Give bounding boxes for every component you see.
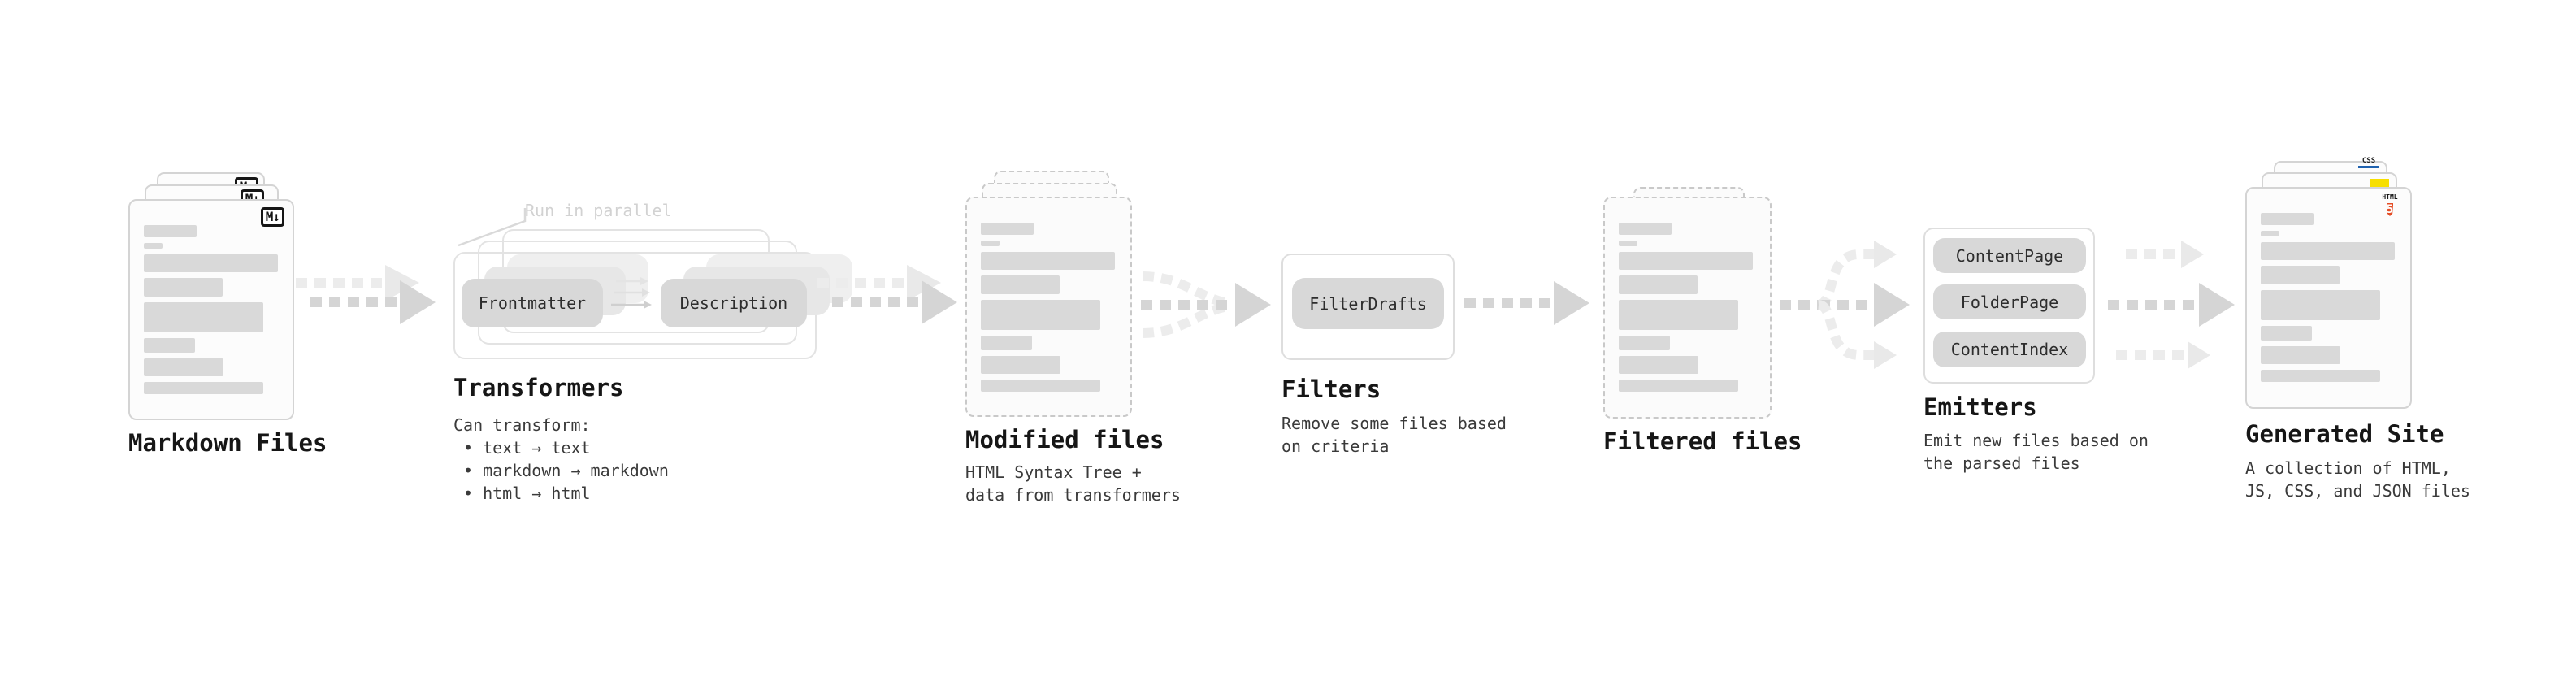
arrow-filtered-to-emitters (1780, 241, 1910, 369)
skeleton-line (1619, 336, 1670, 350)
stage-label-modified-files: Modified files (965, 426, 1164, 453)
run-in-parallel-note: Run in parallel (525, 201, 672, 220)
file-content-skeleton (1619, 223, 1753, 392)
skeleton-line (981, 223, 1034, 235)
skeleton-line (981, 336, 1032, 350)
markdown-icon: M↓ (260, 207, 284, 227)
skeleton-line (1619, 380, 1738, 392)
note-leader-line (458, 208, 527, 247)
arrow-filters-to-filtered (1464, 281, 1589, 325)
skeleton-line (2261, 290, 2380, 320)
skeleton-line (981, 380, 1100, 392)
emitter-pill-folderpage: FolderPage (1933, 284, 2086, 319)
bullet-item: • markdown → markdown (463, 461, 669, 480)
generated-description: A collection of HTML, JS, CSS, and JSON … (2245, 458, 2470, 501)
transformers-description: Can transform: • text → text • markdown … (453, 414, 669, 505)
skeleton-line (2261, 346, 2340, 364)
skeleton-line (2261, 326, 2312, 340)
arrow-emitters-to-generated (2108, 241, 2235, 369)
arrow-transformers-to-modified (817, 265, 957, 324)
pill-flow-arrows (611, 277, 652, 309)
arrow-modified-to-filters (1141, 271, 1271, 338)
skeleton-line (144, 254, 278, 272)
stage-label-markdown-files: Markdown Files (128, 429, 327, 457)
stage-label-filtered-files: Filtered files (1603, 427, 1802, 455)
file-content-skeleton (144, 225, 278, 394)
arrow-markdown-to-transformers (296, 265, 436, 324)
skeleton-line (981, 252, 1115, 270)
skeleton-line (981, 241, 1000, 246)
stage-label-transformers: Transformers (453, 374, 624, 401)
skeleton-line (981, 356, 1060, 374)
html5-icon: HTML 5 (2382, 193, 2398, 216)
file-content-skeleton (2261, 213, 2395, 382)
emitters-description: Emit new files based on the parsed files (1923, 431, 2149, 473)
skeleton-line (1619, 252, 1753, 270)
skeleton-line (144, 225, 197, 237)
skeleton-line (981, 300, 1100, 330)
skeleton-line (144, 382, 263, 394)
file-content-skeleton (981, 223, 1115, 392)
js-icon (2370, 179, 2389, 188)
stage-label-generated-site: Generated Site (2245, 420, 2444, 448)
skeleton-line (2261, 213, 2314, 225)
skeleton-line (1619, 356, 1698, 374)
skeleton-line (1619, 300, 1738, 330)
markdown-file-card: M↓ (128, 199, 294, 420)
skeleton-line (1619, 241, 1637, 246)
skeleton-line (2261, 370, 2380, 382)
generated-file-card-html: HTML 5 (2245, 187, 2412, 409)
stage-label-filters: Filters (1281, 375, 1381, 403)
skeleton-line (144, 278, 223, 297)
modified-description: HTML Syntax Tree + data from transformer… (965, 462, 1181, 505)
skeleton-line (1619, 223, 1672, 235)
skeleton-line (144, 243, 163, 249)
modified-file-card (965, 197, 1132, 417)
skeleton-line (144, 302, 263, 332)
skeleton-line (144, 358, 223, 376)
emitter-pill-contentindex: ContentIndex (1933, 332, 2086, 367)
skeleton-line (2261, 266, 2340, 284)
filterdrafts-pill: FilterDrafts (1292, 278, 1444, 329)
bullet-item: • text → text (463, 438, 591, 458)
skeleton-line (981, 275, 1060, 294)
frontmatter-pill: Frontmatter (462, 279, 603, 327)
skeleton-line (1619, 275, 1698, 294)
stage-label-emitters: Emitters (1923, 393, 2037, 421)
emitter-pill-contentpage: ContentPage (1933, 238, 2086, 273)
description-pill: Description (661, 279, 807, 327)
skeleton-line (144, 338, 195, 353)
skeleton-line (2261, 242, 2395, 260)
desc-title: Can transform: (453, 415, 591, 435)
bullet-item: • html → html (463, 484, 591, 503)
skeleton-line (2261, 231, 2279, 236)
filtered-file-card (1603, 197, 1772, 419)
css-icon: CSS (2358, 158, 2379, 168)
filters-description: Remove some files based on criteria (1281, 414, 1507, 456)
